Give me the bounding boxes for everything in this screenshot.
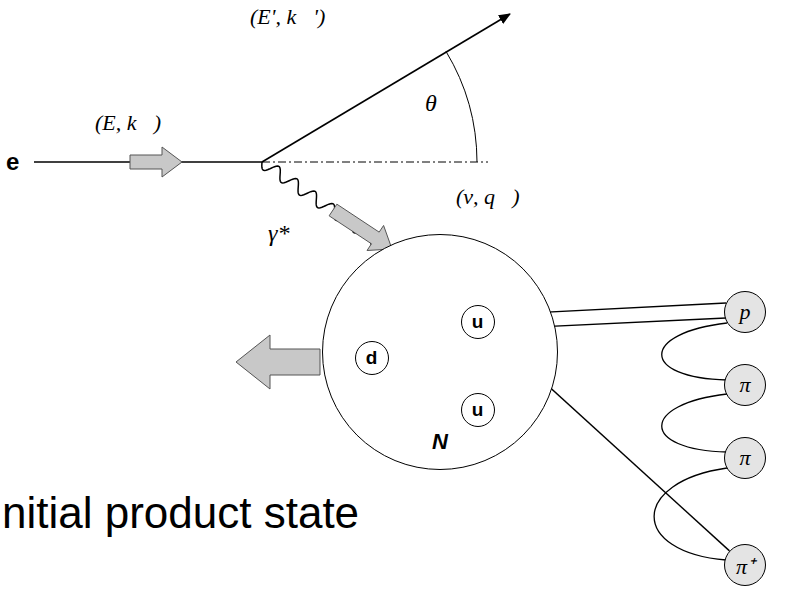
quark-circle: d: [355, 341, 389, 375]
hadron-circle: p: [724, 291, 766, 333]
angle-arc: [446, 51, 477, 162]
particle-label: π: [739, 372, 750, 398]
hadron-circle: π: [724, 437, 766, 479]
nucleon-circle: Nu d u: [322, 234, 558, 470]
kinematics-label: (ν, q⃗): [456, 184, 520, 210]
nucleon-label: N: [432, 429, 448, 455]
particle-label: p: [740, 299, 751, 325]
string-loop: [662, 394, 727, 452]
hadron-circle: π: [724, 364, 766, 406]
particle-label: π: [739, 445, 750, 471]
slide-heading: nitial product state: [2, 488, 359, 538]
momentum-arrow: [130, 147, 182, 177]
particle-label: u: [472, 399, 484, 421]
kinematics-label: (E', k⃗'): [250, 4, 325, 30]
hadron-circle: π⁺: [724, 544, 766, 586]
quark-circle: u: [461, 305, 495, 339]
particle-label: u: [472, 311, 484, 333]
quark-circle: u: [461, 393, 495, 427]
particle-label: d: [366, 347, 378, 369]
string-loop: [654, 468, 727, 560]
particle-label: π⁺: [736, 550, 754, 580]
outgoing-electron: [262, 14, 510, 162]
photon-label: γ*: [268, 220, 289, 247]
momentum-arrow: [329, 204, 392, 250]
axis-dashdot: [262, 162, 488, 163]
angle-label: θ: [425, 90, 437, 117]
momentum-arrow: [236, 335, 320, 389]
string-loop: [662, 323, 727, 380]
kinematics-label: (E, k⃗): [95, 110, 161, 136]
particle-label: e: [6, 148, 19, 176]
